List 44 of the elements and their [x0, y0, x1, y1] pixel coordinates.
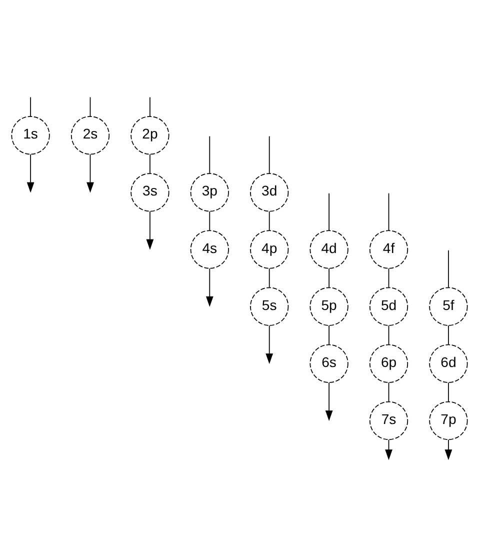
node-circle: 5p — [310, 287, 348, 326]
node-circle: 5d — [369, 287, 408, 326]
connector — [448, 325, 449, 345]
connector — [268, 136, 270, 174]
connector — [328, 325, 330, 345]
node-circle: 3p — [190, 173, 229, 212]
node-circle: 2p — [130, 116, 170, 155]
node-circle: 6p — [369, 344, 408, 383]
node-circle: 7s — [369, 401, 408, 440]
connector — [328, 268, 330, 288]
connector — [209, 136, 210, 174]
arrow — [86, 154, 94, 193]
connector — [90, 96, 91, 117]
node-circle: 3d — [250, 173, 289, 212]
arrow — [206, 268, 214, 307]
arrow — [26, 154, 34, 193]
arrow — [325, 382, 333, 422]
connector — [388, 382, 390, 402]
connector — [30, 96, 31, 117]
node-circle: 1s — [11, 116, 50, 155]
arrow — [146, 210, 154, 250]
node-circle: 4d — [310, 230, 348, 269]
connector — [328, 192, 330, 231]
node-circle: 4p — [250, 230, 289, 269]
node-circle: 5f — [429, 287, 468, 326]
connector — [268, 268, 270, 288]
connector — [448, 382, 449, 402]
node-circle: 5s — [250, 287, 289, 326]
arrow — [444, 439, 452, 460]
node-circle: 7p — [429, 401, 468, 440]
node-circle: 6d — [429, 344, 468, 383]
node-circle: 4s — [190, 230, 229, 269]
node-circle: 6s — [310, 344, 348, 383]
node-circle: 4f — [369, 230, 408, 269]
arrow — [385, 439, 392, 460]
connector — [209, 210, 210, 231]
connector — [388, 325, 390, 345]
connector — [388, 268, 390, 288]
connector — [448, 250, 449, 288]
node-circle: 2s — [70, 116, 110, 155]
arrow — [266, 325, 274, 364]
connector — [268, 210, 270, 231]
node-circle: 3s — [130, 173, 170, 212]
connector — [388, 192, 390, 231]
